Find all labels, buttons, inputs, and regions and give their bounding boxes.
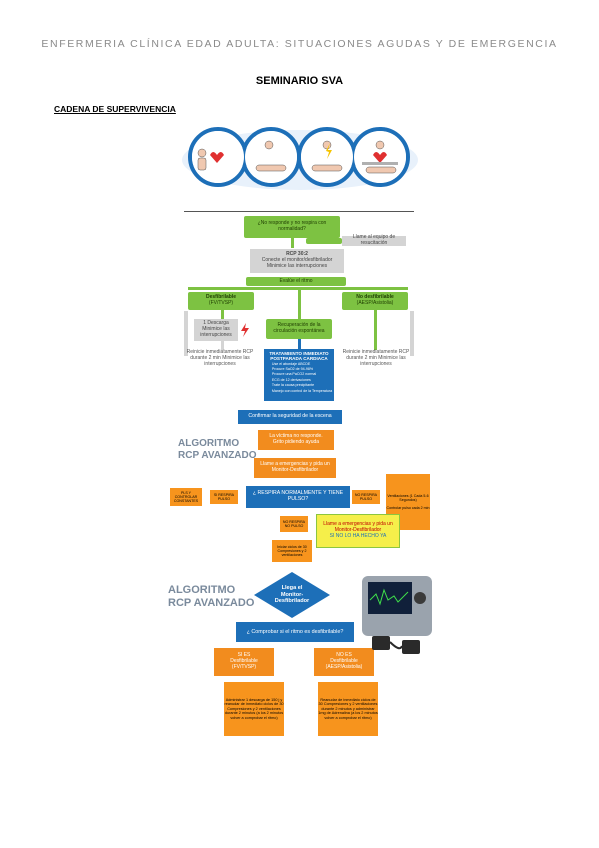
box-llame-equipo: Llame al equipo de resucitación (342, 234, 406, 246)
box-tratamiento: TRATAMIENTO INMEDIATO POSTPARADA CARDIAC… (264, 349, 334, 401)
box-reinicie-left: Reinicie inmediatamente RCP durante 2 mi… (184, 349, 256, 368)
box-victima: La víctima no responde.Grito pidiendo ay… (258, 430, 334, 450)
trat-item: Use el abordaje ABCDE (271, 361, 311, 366)
text-si2: Desfibrilable (230, 658, 258, 665)
text-trat: TRATAMIENTO INMEDIATO POSTPARADA CARDIAC… (269, 351, 329, 362)
text-vent: Ventilaciones (1 Cada 5-6 Segundos) (387, 493, 429, 502)
text-no: NO ES (336, 652, 352, 659)
text-pls: PLS Y CONTROLAR CONSTANTES (173, 490, 199, 504)
text-descarga2: Minimice las (202, 326, 230, 333)
algo-line1: ALGORITMO (178, 438, 240, 449)
chain-illustration (182, 127, 418, 190)
text-b3: Llame a emergencias y pida un Monitor-De… (260, 461, 330, 473)
section-heading: CADENA DE SUPERVIVENCIA (54, 104, 176, 114)
text-inicie: Iniciar ciclos de 30 Compresiones y 2 ve… (277, 544, 307, 558)
text-llega: Llega el Monitor-Desfibrilador (274, 585, 310, 605)
algo-title-2: ALGORITMO RCP AVANZADO (168, 584, 254, 610)
box-no-responde: ¿No responde y no respira con normalidad… (244, 216, 340, 238)
running-header: ENFERMERIA CLÍNICA EDAD ADULTA: SITUACIO… (41, 38, 558, 50)
text-comp: ¿ Comprobar si el ritmo es desfibrilable… (246, 628, 344, 635)
trat-item: Manejo con control de la Temperatura (271, 388, 333, 393)
text-desf2: (FV/TVSP) (208, 300, 234, 306)
box-recuperacion: Recuperación de la circulación espontáne… (266, 319, 332, 339)
text-rcp: RCP 30:2 (286, 251, 308, 258)
text-adm: Administrar 1 descarga de 150 j y reanud… (224, 698, 284, 720)
text-reinicie-right: Reinicie inmediatamente RCP durante 2 mi… (342, 349, 410, 367)
text-confirmar: Confirmar la seguridad de la escena (248, 413, 332, 420)
algo-line1: ALGORITMO (168, 584, 236, 596)
box-respira: ¿ RESPIRA NORMALMENTE Y TIENE PULSO? (246, 486, 350, 508)
trat-item: Procure SaO2 de 94-98% (271, 366, 314, 371)
text-si-l: SI RESPIRA PULSO (213, 492, 235, 501)
text-llame-equipo: Llame al equipo de resucitación (352, 234, 396, 246)
box-administrar-descarga: Administrar 1 descarga de 150 j y reanud… (224, 682, 284, 736)
text-no3: (AESP/Asistolia) (325, 663, 363, 670)
box-pls: PLS Y CONTROLAR CONSTANTES (170, 488, 202, 506)
page-title: SEMINARIO SVA (255, 75, 344, 87)
text-vent2: Controlar pulso cada 2 min (386, 506, 430, 511)
algo-title-1: ALGORITMO RCP AVANZADO (178, 438, 257, 462)
defibrillator-image (362, 576, 432, 654)
trat-item: Procure una PaCO2 normal (271, 372, 317, 377)
text-no2: Desfibrilable (330, 658, 358, 665)
text-rcp2: Conecte el monitor/desfibrilador (261, 257, 333, 264)
box-1-descarga: 1 Descarga Minimice las interrupciones (194, 319, 238, 341)
text-descarga3: interrupciones (200, 331, 232, 338)
box-reanudar: Reanudar de inmediato ciclos de 30 Compr… (318, 682, 378, 736)
text-si3: (FV/TVSP) (231, 663, 257, 670)
box-no-respira-no-pulso: NO RESPIRA NO PULSO (280, 516, 308, 532)
trat-item: ECG de 12 derivaciones (271, 377, 311, 382)
diamond-llega (254, 572, 330, 618)
text-b2a: La víctima no responde. (269, 433, 323, 440)
text-rean: Reanudar de inmediato ciclos de 30 Compr… (318, 698, 378, 720)
chain-of-survival-figure (180, 115, 420, 205)
box-comprobar-ritmo: ¿ Comprobar si el ritmo es desfibrilable… (236, 622, 354, 642)
trat-list: Use el abordaje ABCDE Procure SaO2 de 94… (266, 362, 332, 394)
text-si: SI ES (237, 652, 251, 659)
box-evalue-ritmo: Evalúe el ritmo (246, 277, 346, 286)
box-no-desfibrilable: No desfibrilable(AESP/Asistolia) (342, 292, 408, 310)
text-nodesf2: (AESP/Asistolia) (356, 300, 394, 306)
text-recup: Recuperación de la circulación espontáne… (273, 322, 325, 334)
box-confirmar: Confirmar la seguridad de la escena (238, 410, 342, 424)
box-rcp-30-2: RCP 30:2 Conecte el monitor/desfibrilado… (250, 249, 344, 273)
box-llame-emergencias: Llame a emergencias y pida un Monitor-De… (254, 458, 336, 478)
algo-line2: RCP AVANZADO (178, 450, 257, 461)
text-llame2: SI NO LO HA HECHO YA (329, 532, 387, 539)
text-llame: Llame a emergencias y pida un Monitor-De… (323, 521, 393, 534)
text-reinicie-left: Reinicie inmediatamente RCP durante 2 mi… (186, 349, 254, 367)
box-llega-monitor: Llega el Monitor-Desfibrilador (274, 576, 310, 614)
text-no-r: NO RESPIRA PULSO (354, 492, 378, 501)
text-rcp3: Minimice las interrupciones (266, 262, 328, 269)
flowchart-3: ALGORITMO RCP AVANZADO Llega el Monitor-… (162, 566, 438, 740)
text-desf: Desfibrilable (205, 294, 236, 301)
text-no-d: NO RESPIRA NO PULSO (282, 519, 306, 528)
box-desfibrilable: Desfibrilable(FV/TVSP) (188, 292, 254, 310)
text-descarga: 1 Descarga (203, 320, 229, 327)
shock-icon (241, 323, 249, 337)
text-b4: ¿ RESPIRA NORMALMENTE Y TIENE PULSO? (252, 490, 344, 502)
box-llame-monitor: Llame a emergencias y pida un Monitor-De… (316, 514, 400, 548)
algo-line2: RCP AVANZADO (168, 597, 255, 610)
trat-item: Trate la causa precipitante (271, 383, 315, 388)
text-no-responde: ¿No responde y no respira con normalidad… (257, 220, 327, 232)
box-iniciar-ciclos: Iniciar ciclos de 30 Compresiones y 2 ve… (272, 540, 312, 562)
box-reinicie-right: Reinicie inmediatamente RCP durante 2 mi… (340, 349, 412, 368)
box-si-respira: SI RESPIRA PULSO (210, 490, 238, 504)
call-connector (306, 238, 342, 244)
text-b2b: Grito pidiendo ayuda (272, 439, 320, 445)
flowchart-1: ¿No responde y no respira con normalidad… (184, 211, 414, 401)
text-nodesf: No desfibrilable (356, 294, 394, 301)
text-evalue: Evalúe el ritmo (279, 277, 313, 284)
flowchart-2: ALGORITMO RCP AVANZADO Confirmar la segu… (166, 406, 434, 566)
box-ventilaciones: Ventilaciones (1 Cada 5-6 Segundos) Cont… (386, 474, 430, 530)
box-no-respira: NO RESPIRA PULSO (352, 490, 380, 504)
